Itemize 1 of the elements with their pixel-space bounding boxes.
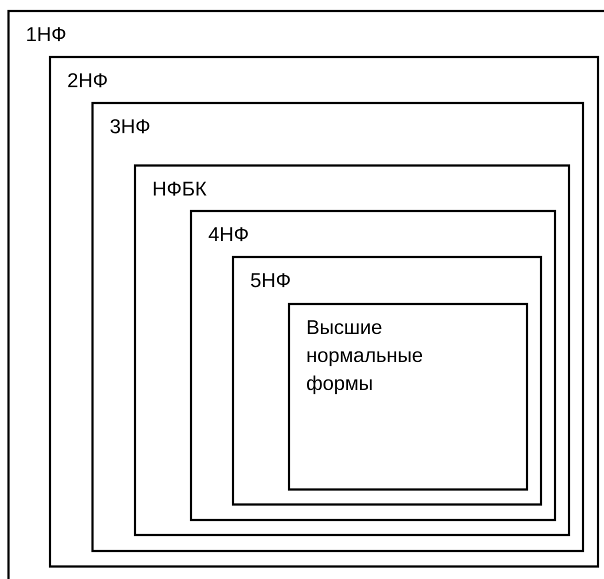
- nested-box: Высшие нормальные формы: [288, 302, 528, 491]
